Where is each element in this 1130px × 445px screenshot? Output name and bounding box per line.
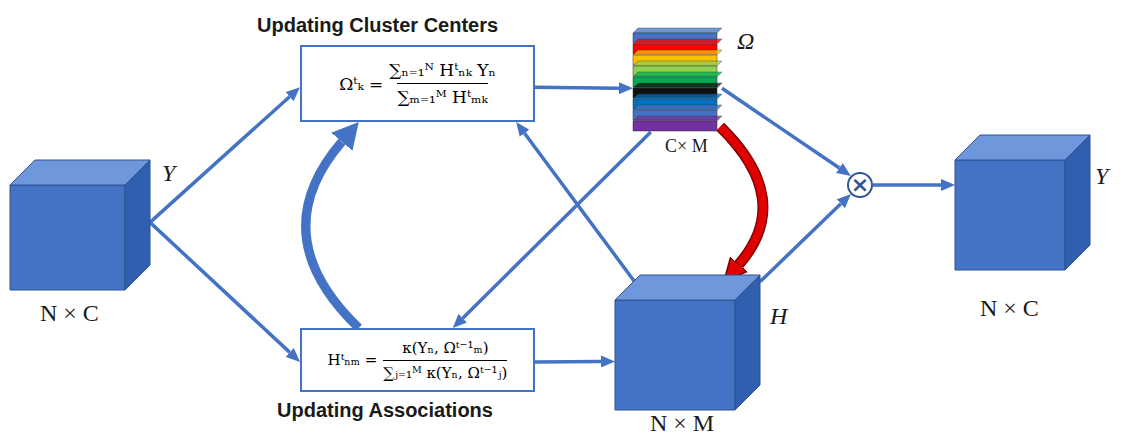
flow-arrow <box>150 222 290 352</box>
flow-arrow <box>535 87 619 89</box>
cube-shape <box>955 135 1090 270</box>
arrow-line <box>720 127 763 265</box>
symbol-label: H <box>770 303 787 329</box>
arrow-line <box>722 88 839 168</box>
flow-arrow <box>535 361 601 362</box>
stack-bar <box>633 121 717 131</box>
box-heading: Updating Cluster Centers <box>257 13 498 37</box>
flow-arrow <box>722 88 839 168</box>
stack-bar-top <box>633 94 722 99</box>
dimension-label: N × C <box>40 300 99 326</box>
formula: Ωᵗₖ = ∑ₙ₌₁ᴺ Hᵗₙₖ Yₙ∑ₘ₌₁ᴹ Hᵗₘₖ <box>339 59 496 108</box>
formula-row: Hᵗₙₘ =κ(Yₙ, Ωᵗ⁻¹ₘ)∑ⱼ₌₁ᴹ κ(Yₙ, Ωᵗ⁻¹ⱼ) <box>302 330 533 390</box>
cube-face <box>955 160 1065 270</box>
arrow-outline <box>720 127 763 265</box>
cluster-center-stack: ΩC× M <box>633 28 722 132</box>
flow-arrow <box>873 184 941 185</box>
cube-shape <box>10 160 150 290</box>
stack-bar-top <box>633 83 722 88</box>
fraction: ∑ₙ₌₁ᴺ Hᵗₙₖ Yₙ∑ₘ₌₁ᴹ Hᵗₘₖ <box>389 59 496 108</box>
multiply-operator: × <box>847 172 873 198</box>
dimension-label: C× M <box>665 136 708 156</box>
tensor-cube: HN × M <box>615 275 760 410</box>
arrow-line <box>873 183 941 187</box>
formula-box: Updating Cluster CentersΩᵗₖ =∑ₙ₌₁ᴺ Hᵗₙₖ … <box>300 45 535 122</box>
cube-face <box>1065 135 1090 270</box>
fraction-numerator: κ(Yₙ, Ωᵗ⁻¹ₘ) <box>402 338 488 360</box>
arrow-line <box>306 142 359 328</box>
cube-face <box>10 185 125 290</box>
dimension-label: N × C <box>980 295 1039 321</box>
arrow-line <box>760 204 841 282</box>
symbol-label: Υ <box>1095 163 1108 189</box>
iteration-arrow <box>306 142 359 328</box>
stack-bar-top <box>633 28 722 33</box>
stack-bar-top <box>633 39 722 44</box>
formula-lhs: Hᵗₙₘ = <box>328 350 378 370</box>
tensor-cube: YN × C <box>10 160 150 290</box>
flow-arrow <box>150 97 290 223</box>
cube-face <box>615 300 735 410</box>
arrow-line <box>535 360 601 364</box>
flow-arrow <box>760 204 841 282</box>
formula-lhs: Ωᵗₖ = <box>339 73 383 95</box>
formula-row: Ωᵗₖ = ∑ₙ₌₁ᴺ Hᵗₙₖ Yₙ∑ₘ₌₁ᴹ Hᵗₘₖ <box>302 47 533 120</box>
cube-face <box>125 160 150 290</box>
flow-arrow <box>525 133 640 288</box>
stack-bar-top <box>633 116 722 121</box>
box-heading: Updating Associations <box>277 398 493 422</box>
cube-shape <box>615 275 760 410</box>
curved-arrow <box>720 127 763 265</box>
flow-arrow <box>463 132 651 318</box>
tensor-cube: ΥN × C <box>955 135 1090 270</box>
formula-box: Updating AssociationsHᵗₙₘ =κ(Yₙ, Ωᵗ⁻¹ₘ)∑… <box>300 328 535 392</box>
fraction-denominator: ∑ⱼ₌₁ᴹ κ(Yₙ, Ωᵗ⁻¹ⱼ) <box>383 360 507 383</box>
arrow-line <box>525 133 640 288</box>
cube-face <box>735 275 760 410</box>
operator-symbol: × <box>851 174 869 196</box>
arrow-line <box>150 97 290 223</box>
arrow-line <box>535 86 619 90</box>
stack-shape <box>633 28 722 132</box>
fraction-denominator: ∑ₘ₌₁ᴹ Hᵗₘₖ <box>397 83 487 108</box>
symbol-label: Ω <box>737 28 754 54</box>
symbol-label: Y <box>162 160 175 186</box>
fraction: κ(Yₙ, Ωᵗ⁻¹ₘ)∑ⱼ₌₁ᴹ κ(Yₙ, Ωᵗ⁻¹ⱼ) <box>383 338 507 383</box>
arrow-line <box>463 132 651 318</box>
fraction-numerator: ∑ₙ₌₁ᴺ Hᵗₙₖ Yₙ <box>389 59 496 83</box>
formula: Hᵗₙₘ =κ(Yₙ, Ωᵗ⁻¹ₘ)∑ⱼ₌₁ᴹ κ(Yₙ, Ωᵗ⁻¹ⱼ) <box>328 338 508 383</box>
dimension-label: N × M <box>650 410 714 436</box>
stack-bar-top <box>633 50 722 55</box>
stack-bar-top <box>633 61 722 66</box>
stack-bar-top <box>633 72 722 77</box>
stack-bar-top <box>633 105 722 110</box>
arrow-line <box>150 222 290 352</box>
